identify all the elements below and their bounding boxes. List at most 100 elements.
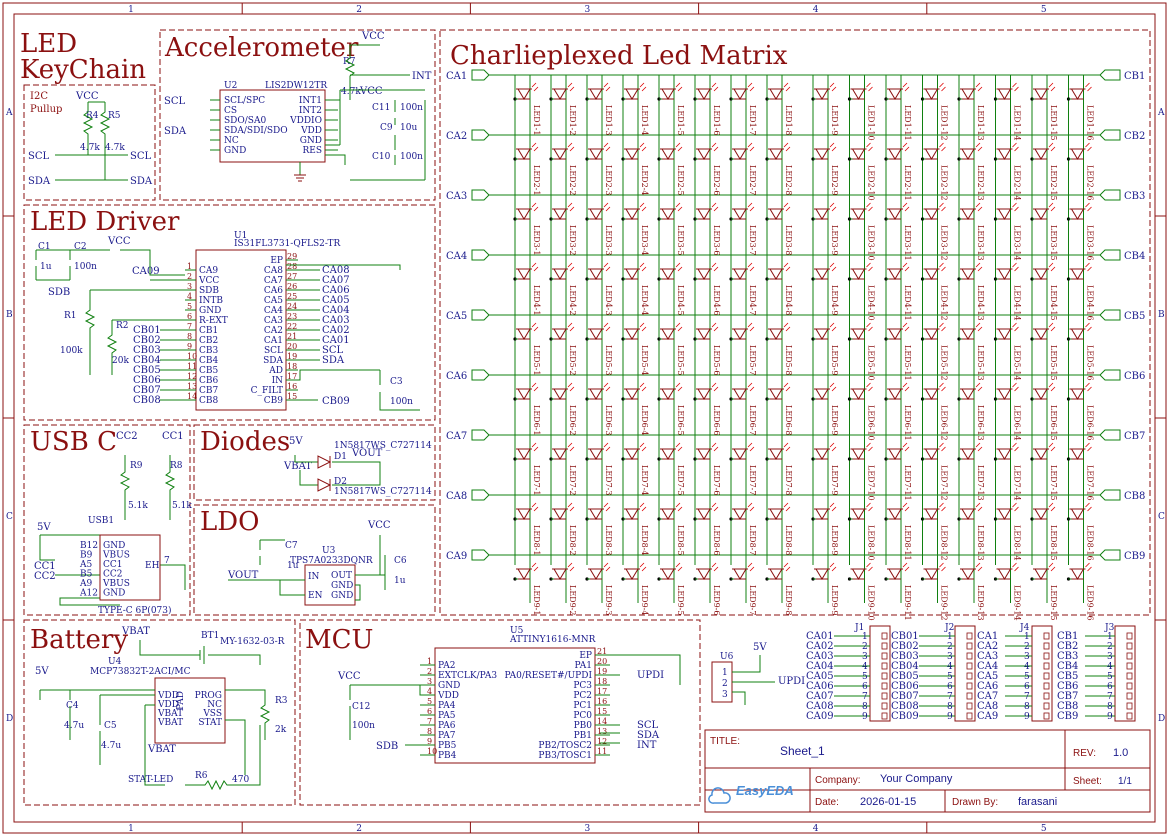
matrix-led: LED8-3 — [585, 502, 613, 555]
matrix-led-label: LED1-9 — [830, 105, 839, 135]
header-net: CB06 — [891, 681, 919, 692]
header-body — [1031, 625, 1053, 722]
matrix-left-net: CA7 — [446, 431, 467, 442]
u5-pin-num: 9 — [427, 737, 432, 746]
matrix-left-net: CA5 — [446, 311, 467, 322]
u5-pin-label: PC0 — [573, 711, 592, 721]
u2-pin-label: GND — [300, 136, 322, 146]
u1-pin-num: 24 — [287, 302, 297, 311]
matrix-led-label: LED4-4 — [640, 285, 649, 315]
header-pin-num: 6 — [862, 682, 868, 692]
matrix-led: LED1-15 — [1030, 82, 1058, 141]
accelerometer-block: U2 LIS2DW12TR SCL/SPCCSSDO/SA0SDA/SDI/SD… — [164, 31, 432, 182]
u1-ref: U1 — [234, 231, 247, 241]
u1-right-net: CA04 — [322, 305, 350, 316]
u1-pin-label: IN — [272, 376, 284, 386]
header-net: CA8 — [977, 701, 998, 712]
mcu-wires — [349, 654, 681, 746]
matrix-led: LED4-12 — [920, 262, 949, 321]
u2-pin-label: NC — [224, 136, 239, 146]
u1-pin-label: CB2 — [199, 336, 218, 346]
zone-row-label: C — [6, 512, 13, 522]
matrix-led: LED5-3 — [585, 322, 613, 375]
matrix-led: LED3-11 — [884, 202, 912, 261]
matrix-led-label: LED2-1 — [532, 165, 541, 195]
zone-row-label: A — [5, 108, 13, 118]
zone-row-label: B — [1158, 310, 1165, 320]
matrix-title: Charlieplexed Led Matrix — [450, 41, 788, 71]
matrix-led-label: LED4-9 — [830, 285, 839, 315]
matrix-led: LED1-4 — [621, 82, 649, 135]
r7-val: 4.7k — [341, 87, 361, 97]
matrix-led-label: LED5-8 — [784, 345, 793, 375]
u1-pin-label: SCL — [264, 346, 283, 356]
u6-ref: U6 — [720, 652, 734, 662]
diode-5v: 5V — [289, 436, 303, 447]
matrix-led: LED3-5 — [657, 202, 685, 255]
sheet-label: Sheet: — [1073, 776, 1102, 787]
u1-left-net: CB02 — [133, 335, 161, 346]
header-net: CB03 — [891, 651, 919, 662]
header-pin-num: 7 — [1107, 692, 1113, 702]
header-net: CA3 — [977, 651, 998, 662]
u5-pin-num: 11 — [597, 747, 607, 756]
matrix-led: LED4-2 — [549, 262, 577, 315]
matrix-led: LED7-9 — [811, 442, 839, 495]
u5-left-pins: PA21EXTCLK/PA32GND3VDD4PA45PA56PA67PA78P… — [420, 657, 497, 761]
matrix-led-label: LED9-13 — [976, 585, 985, 621]
c3-ref: C3 — [390, 377, 403, 387]
matrix-led: LED2-8 — [765, 142, 793, 195]
matrix-led-label: LED2-9 — [830, 165, 839, 195]
matrix-led-label: LED4-16 — [1086, 285, 1095, 321]
matrix-led-label: LED7-6 — [712, 465, 721, 495]
header-pin-num: 4 — [862, 662, 868, 672]
matrix-led-label: LED5-3 — [604, 345, 613, 375]
ldo-wires — [228, 535, 386, 601]
u5-ref: U5 — [510, 626, 524, 636]
matrix-led-label: LED4-6 — [712, 285, 721, 315]
matrix-led-label: LED5-6 — [712, 345, 721, 375]
u1-pin-num: 18 — [287, 362, 297, 371]
matrix-led-label: LED6-7 — [748, 405, 757, 435]
matrix-led: LED5-8 — [765, 322, 793, 375]
matrix-led-label: LED2-16 — [1086, 165, 1095, 201]
matrix-led: LED4-16 — [1066, 262, 1095, 321]
mcu-scl: SCL — [637, 720, 659, 731]
u1-pin-num: 26 — [287, 282, 297, 291]
matrix-led-label: LED5-4 — [640, 345, 649, 375]
matrix-led-label: LED6-1 — [532, 405, 541, 435]
easyeda-logo-icon — [708, 787, 731, 804]
matrix-led: LED4-14 — [993, 262, 1022, 321]
header-net: CA04 — [806, 661, 834, 672]
u1-pin-num: 9 — [187, 342, 192, 351]
u3-en: EN — [308, 591, 323, 601]
matrix-led-label: LED1-16 — [1086, 105, 1095, 141]
matrix-led-label: LED6-15 — [1049, 405, 1058, 441]
zone-row-label: D — [6, 714, 13, 724]
matrix-led: LED2-12 — [920, 142, 949, 201]
matrix-led: LED5-15 — [1030, 322, 1058, 381]
u5-pin-num: 2 — [427, 667, 432, 676]
zone-col-label: 5 — [1041, 5, 1047, 15]
c11-ref: C11 — [372, 103, 390, 113]
matrix-led: LED5-12 — [920, 322, 949, 381]
matrix-led-label: LED5-11 — [903, 345, 912, 381]
matrix-led-label: LED8-1 — [532, 525, 541, 555]
matrix-led: LED6-3 — [585, 382, 613, 435]
usbc-cc2-net: CC2 — [116, 431, 138, 442]
u6-pin2: 2 — [722, 679, 728, 689]
r7-ref: R7 — [343, 57, 356, 67]
company-label: Company: — [815, 775, 861, 786]
header-net: CA5 — [977, 671, 998, 682]
matrix-led: LED1-11 — [884, 82, 912, 141]
u5-pin-num: 12 — [597, 737, 607, 746]
matrix-led-label: LED3-9 — [830, 225, 839, 255]
u1-pin-label: CB7 — [199, 386, 219, 396]
matrix-led: LED3-13 — [957, 202, 985, 261]
u5-pin-label: PC1 — [573, 701, 592, 711]
matrix-led-label: LED4-2 — [568, 285, 577, 315]
u5-pin-num: 17 — [597, 687, 607, 696]
